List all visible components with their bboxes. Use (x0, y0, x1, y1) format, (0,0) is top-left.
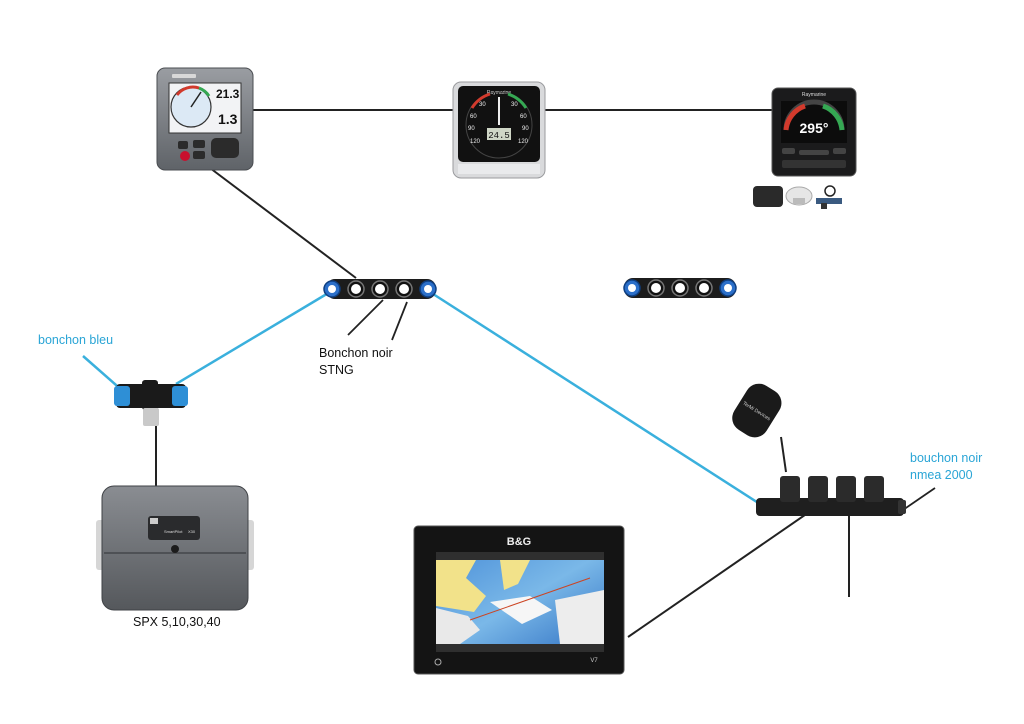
chartplotter-brand: B&G (507, 536, 531, 548)
wind-scale-left-90: 90 (468, 126, 475, 132)
wind-instrument-brand: Raymarine (487, 90, 511, 96)
wind-scale-left-60: 60 (470, 114, 477, 120)
chartplotter-model: V7 (590, 658, 598, 664)
label-bonchon-noir-stng-line2: STNG (319, 363, 354, 377)
wind-scale-left-30: 30 (479, 102, 486, 108)
wind-scale-right-90: 90 (522, 126, 529, 132)
p70-autopilot-controller: Raymarine 295° (771, 87, 857, 177)
spx-course-computer: SmartPilot X30 (96, 485, 254, 611)
label-bouchon-noir-nmea: bouchon noir nmea 2000 (910, 450, 982, 484)
st70-readout-top: 21.3 (216, 87, 240, 101)
pointer-stng-2 (391, 301, 408, 341)
spx-brand: SmartPilot (164, 529, 183, 534)
wind-instrument: Raymarine 30 60 90 120 30 60 90 120 24.5 (452, 81, 546, 179)
cable-nmea-to-chartplotter (627, 507, 816, 638)
nmea-terminator: TerMi Devices (732, 383, 782, 438)
wind-scale-right-60: 60 (520, 114, 527, 120)
bg-chartplotter: B&G V7 (413, 525, 625, 675)
wind-scale-right-120: 120 (518, 139, 529, 145)
wind-readout: 24.5 (488, 131, 510, 141)
wind-scale-right-30: 30 (511, 102, 518, 108)
pointer-stng-1 (347, 299, 384, 336)
label-bonchon-bleu: bonchon bleu (38, 333, 114, 347)
wind-scale-left-120: 120 (470, 139, 481, 145)
p70-heading: 295° (800, 120, 829, 136)
spx-model: X30 (188, 529, 196, 534)
cable-tee-to-backbone (175, 290, 331, 386)
label-bouchon-noir-nmea-line2: nmea 2000 (910, 468, 973, 482)
stng-t-piece (114, 380, 188, 426)
nmea2000-backbone (756, 476, 906, 516)
cable-backbone-to-nmea (429, 290, 764, 508)
p70-brand: Raymarine (802, 92, 826, 98)
cable-terminator-to-nmea (780, 436, 787, 473)
stng-backbone-connector-spare (623, 278, 737, 298)
st70-instrument-display: 21.3 1.3 (156, 67, 254, 171)
st70-readout-bottom: 1.3 (218, 111, 238, 127)
label-bouchon-noir-nmea-line1: bouchon noir (910, 451, 983, 465)
label-bonchon-noir-stng-line1: Bonchon noir (319, 346, 393, 360)
stng-backbone-connector (323, 279, 437, 299)
p70-accessories (753, 185, 842, 209)
label-spx: SPX 5,10,30,40 (133, 615, 221, 629)
label-bonchon-noir-stng: Bonchon noir STNG (319, 345, 393, 379)
cable-st70-to-backbone (209, 167, 357, 279)
